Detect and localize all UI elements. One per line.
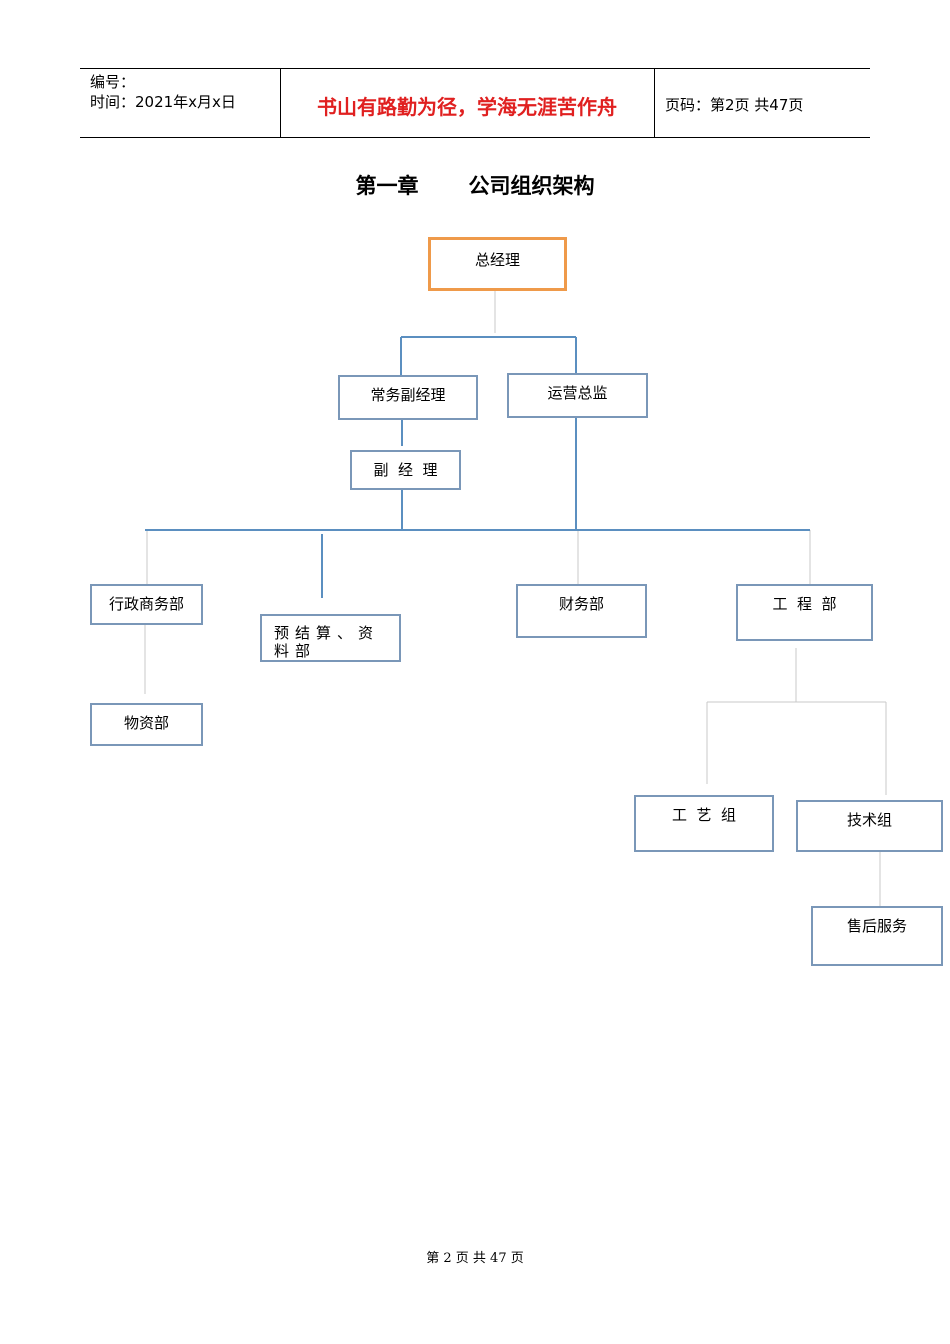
- node-label: 工 程 部: [772, 595, 837, 613]
- node-label: 运营总监: [547, 384, 608, 402]
- node-label: 物资部: [123, 714, 169, 732]
- header-divider: [654, 69, 655, 137]
- node-label: 常务副经理: [370, 386, 446, 404]
- node-label: 工 艺 组: [671, 806, 737, 824]
- node-label: 行政商务部: [108, 595, 184, 613]
- node-label: 副 经 理: [373, 461, 438, 479]
- header-motto: 书山有路勤为径，学海无涯苦作舟: [317, 95, 617, 119]
- org-node-finance-dept: 财务部: [516, 584, 647, 638]
- page-header: 编号： 时间：2021年x月x日 书山有路勤为径，学海无涯苦作舟 页码：第2页 …: [80, 68, 870, 138]
- org-node-engineering-dept: 工 程 部: [736, 584, 873, 641]
- number-label: 编号：: [90, 73, 136, 91]
- header-divider: [280, 69, 281, 137]
- node-label: 技术组: [846, 811, 892, 829]
- org-node-general-manager: 总经理: [428, 237, 567, 291]
- org-node-deputy-manager: 副 经 理: [350, 450, 461, 490]
- page-footer: 第 2 页 共 47 页: [426, 1251, 524, 1266]
- org-node-admin-business-dept: 行政商务部: [90, 584, 203, 625]
- header-page-info: 页码：第2页 共47页: [665, 96, 804, 114]
- org-node-executive-deputy-gm: 常务副经理: [338, 375, 478, 420]
- org-node-budget-settlement-dept: 预结算、资料部: [260, 614, 401, 662]
- node-label: 财务部: [558, 595, 604, 613]
- org-node-technical-group: 技术组: [796, 800, 943, 852]
- chapter-number: 第一章: [355, 174, 419, 198]
- org-node-materials-dept: 物资部: [90, 703, 203, 746]
- chapter-name: 公司组织架构: [468, 174, 595, 198]
- node-label: 预结算、资料部: [274, 624, 380, 660]
- node-label: 总经理: [474, 251, 520, 269]
- org-node-operations-director: 运营总监: [507, 373, 648, 418]
- chapter-title: 第一章 公司组织架构: [0, 170, 950, 200]
- date-label: 时间：2021年x月x日: [90, 93, 236, 111]
- org-node-after-sales: 售后服务: [811, 906, 943, 966]
- org-node-process-group: 工 艺 组: [634, 795, 774, 852]
- node-label: 售后服务: [846, 917, 907, 935]
- header-meta: 编号： 时间：2021年x月x日: [90, 72, 236, 112]
